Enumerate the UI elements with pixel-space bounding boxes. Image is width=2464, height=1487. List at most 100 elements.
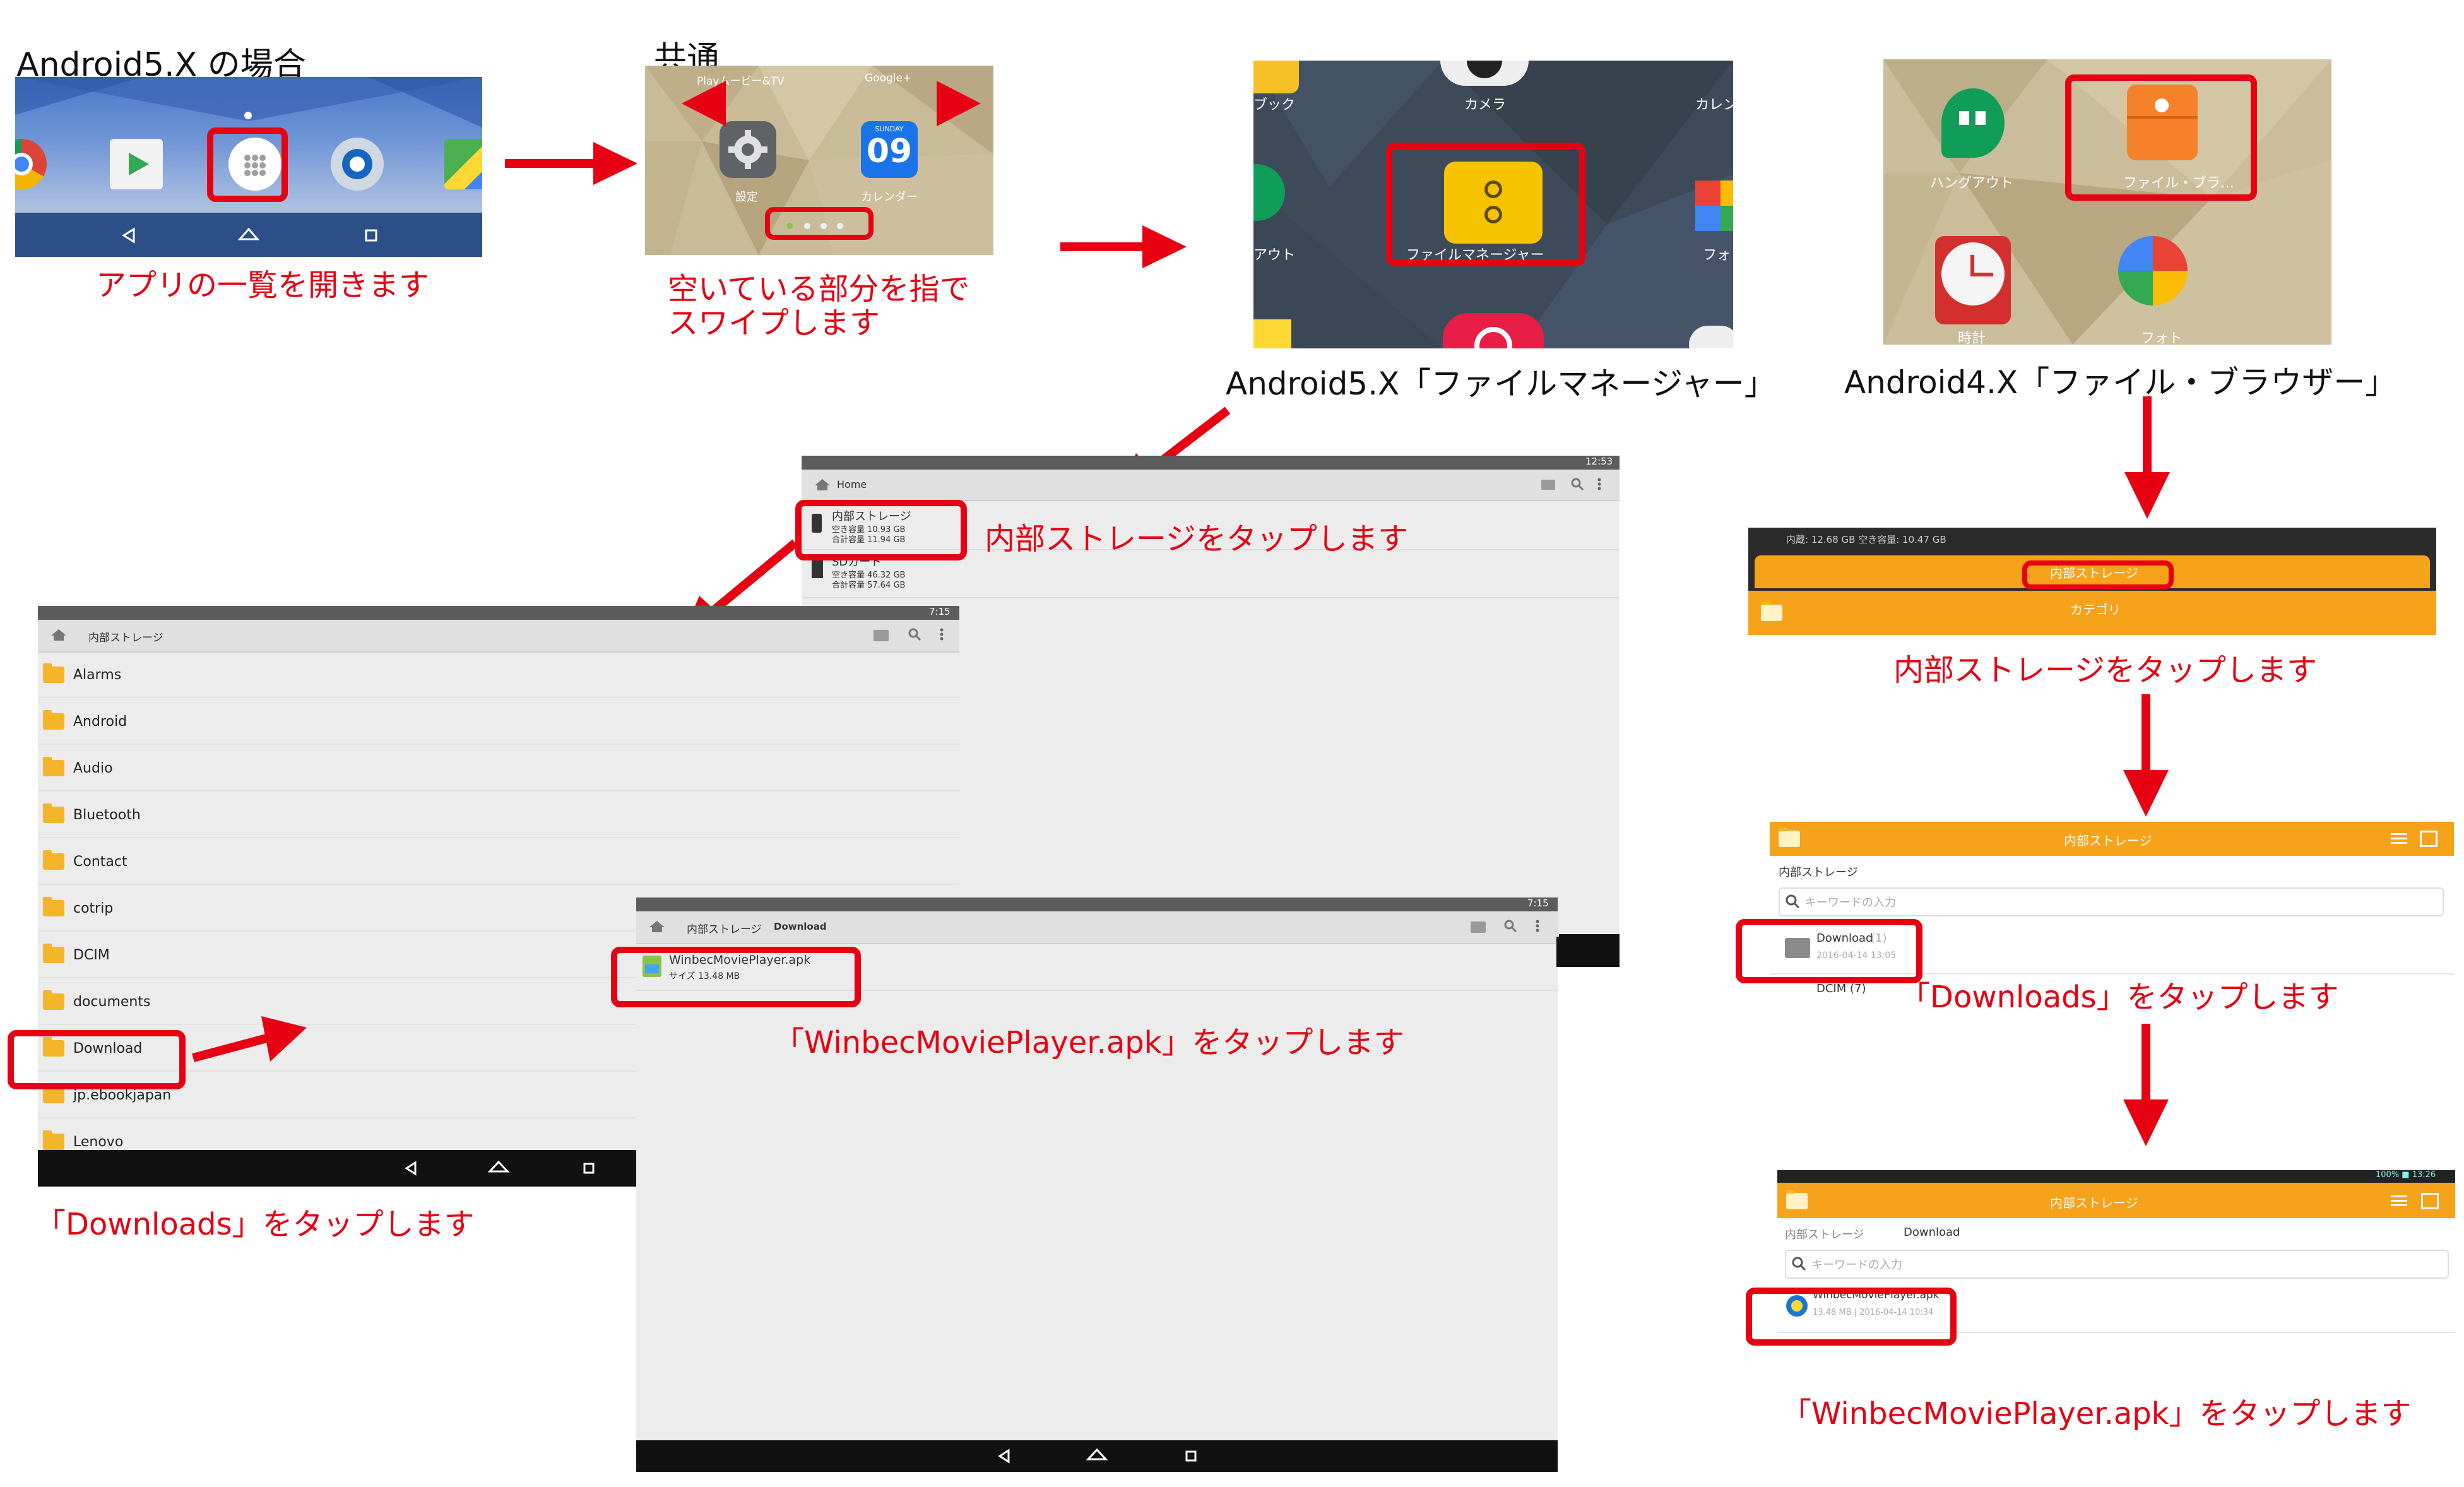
breadcrumb-internal[interactable]: 内部ストレージ (687, 923, 762, 936)
hangouts-icon[interactable] (1941, 88, 2005, 158)
internal-storage-row[interactable]: 内部ストレージ 空き容量 10.93 GB 合計容量 11.94 GB (802, 502, 1620, 550)
folder-icon (43, 757, 64, 776)
camera-app-icon[interactable] (331, 138, 384, 191)
download-folder-name: Download (1816, 932, 1873, 945)
list-view-icon[interactable] (2391, 832, 2407, 846)
toolbar (636, 911, 1558, 944)
overflow-menu-icon[interactable] (1597, 477, 1602, 491)
highlight-download-folder (8, 1030, 186, 1089)
nav-home-icon[interactable] (237, 222, 260, 247)
apk-file-meta: 13.48 MB | 2016-04-14 10:34 (1813, 1308, 1934, 1317)
folder-row[interactable]: jp.ebookjapan (38, 1073, 959, 1118)
breadcrumb-internal[interactable]: 内部ストレージ (88, 632, 163, 644)
search-input[interactable]: キーワードの入力 (1779, 887, 2444, 916)
overflow-menu-icon[interactable] (939, 627, 944, 641)
fb-internal-caption: 「Downloads」をタップします (1900, 980, 2339, 1015)
folder-row[interactable]: DCIM (38, 933, 959, 978)
highlight-download-folder (1736, 919, 1922, 983)
fb-breadcrumb-internal[interactable]: 内部ストレージ (1785, 1228, 1864, 1241)
home-icon[interactable] (814, 478, 831, 491)
download-folder-count: (1) (1871, 932, 1887, 945)
fb-home-screenshot: 内蔵: 12.68 GB 空き容量: 10.47 GB 内部ストレージ カテゴリ (1748, 528, 2436, 635)
photos-icon[interactable] (1695, 181, 1733, 231)
step1-screenshot (15, 77, 482, 257)
apk-file-icon (643, 956, 661, 977)
folder-name: Contact (73, 853, 127, 870)
edit-icon[interactable] (2421, 1193, 2439, 1209)
folder-icon (43, 710, 64, 730)
play-store-icon[interactable] (110, 139, 163, 189)
folder-icon (43, 990, 64, 1010)
search-icon[interactable] (1570, 477, 1584, 491)
arrow-right (505, 142, 637, 185)
nav-recents-icon[interactable] (361, 222, 381, 247)
clock-label: 時計 (1958, 331, 1986, 345)
category-tab[interactable] (1748, 591, 2436, 635)
fb-internal-screenshot: 内部ストレージ 内部ストレージ キーワードの入力 Download (1) 20… (1770, 822, 2454, 998)
dark-app-icon[interactable] (1689, 326, 1733, 348)
home-icon[interactable] (649, 920, 665, 933)
step2-caption-line1: 空いている部分を指で (668, 271, 970, 307)
status-time: 12:53 (1585, 456, 1613, 467)
fb-title: 内部ストレージ (2064, 833, 2152, 848)
folder-row[interactable]: Alarms (38, 653, 959, 698)
arrow-down (2123, 694, 2169, 817)
step2-caption-line2: スワイプします (668, 305, 880, 341)
record-app-icon[interactable] (1443, 313, 1544, 348)
search-icon[interactable] (908, 627, 921, 641)
folder-name: cotrip (73, 900, 114, 916)
folder-row[interactable]: Contact (38, 839, 959, 885)
app-drawer-icon[interactable] (228, 138, 281, 191)
new-folder-icon[interactable] (874, 630, 889, 641)
file-browser-icon[interactable] (2127, 85, 2198, 160)
fb-breadcrumb[interactable]: 内部ストレージ (1779, 866, 1858, 879)
hangouts-label: ハングアウト (1930, 175, 2014, 191)
edit-icon[interactable] (2420, 831, 2437, 847)
search-icon[interactable] (1503, 919, 1517, 933)
folder-row[interactable]: cotrip (38, 886, 959, 932)
folder-row[interactable]: Audio (38, 746, 959, 791)
new-folder-icon[interactable] (1471, 921, 1486, 933)
folder-row[interactable]: documents (38, 980, 959, 1025)
camera-icon[interactable] (1440, 61, 1529, 86)
apk-file-row[interactable]: WinbecMoviePlayer.apk サイズ 13.48 MB (636, 945, 1558, 991)
list-view-icon[interactable] (2391, 1194, 2407, 1208)
breadcrumb-home[interactable]: Home (837, 478, 867, 490)
arrow-right (1060, 225, 1187, 268)
home-icon[interactable] (50, 629, 67, 641)
new-folder-icon[interactable] (1541, 480, 1555, 490)
arrow-down (2124, 396, 2170, 519)
settings-label: 設定 (735, 191, 758, 204)
folder-row-download[interactable]: Download (38, 1026, 959, 1072)
fb-download-screenshot: 100% ■ 13:26 内部ストレージ 内部ストレージ Download キー… (1777, 1170, 2455, 1341)
nav-back-icon[interactable] (119, 222, 138, 247)
folder-row[interactable]: Bluetooth (38, 793, 959, 838)
folder-row[interactable]: Android (38, 699, 959, 745)
folder-name: Android (73, 713, 127, 730)
arrow-down (2123, 1024, 2169, 1146)
fb-breadcrumb-download[interactable]: Download (1904, 1226, 1960, 1239)
black-bar-fragment (1556, 937, 1620, 967)
maps-partial-icon[interactable] (1253, 319, 1291, 348)
folder-icon (43, 944, 64, 963)
internal-title: 内部ストレージ (832, 510, 911, 523)
photos-icon[interactable] (2118, 236, 2188, 305)
search-input[interactable]: キーワードの入力 (1785, 1250, 2449, 1279)
swipe-right-arrow-icon (937, 81, 981, 126)
highlight-file-browser (2065, 74, 2257, 201)
maps-icon[interactable] (444, 139, 482, 189)
internal-storage-label: 内部ストレージ (2050, 566, 2138, 581)
folder-icon (43, 850, 64, 870)
clock-icon[interactable] (1935, 236, 2011, 324)
overflow-menu-icon[interactable] (1535, 919, 1540, 933)
calendar-number: 09 (866, 133, 913, 170)
dcim-folder-row[interactable]: DCIM (7) (1816, 982, 1866, 995)
highlight-internal-storage-tab (2022, 560, 2174, 589)
file-manager-icon[interactable] (1444, 162, 1543, 244)
books-app-icon[interactable] (1253, 61, 1299, 93)
download-folder-row[interactable]: Download (1) 2016-04-14 13:05 (1770, 923, 2454, 975)
calendar-icon[interactable]: SUNDAY 09 (861, 121, 918, 178)
folder-name: jp.ebookjapan (73, 1087, 172, 1103)
breadcrumb-download[interactable]: Download (774, 921, 827, 932)
settings-icon[interactable] (720, 121, 776, 178)
